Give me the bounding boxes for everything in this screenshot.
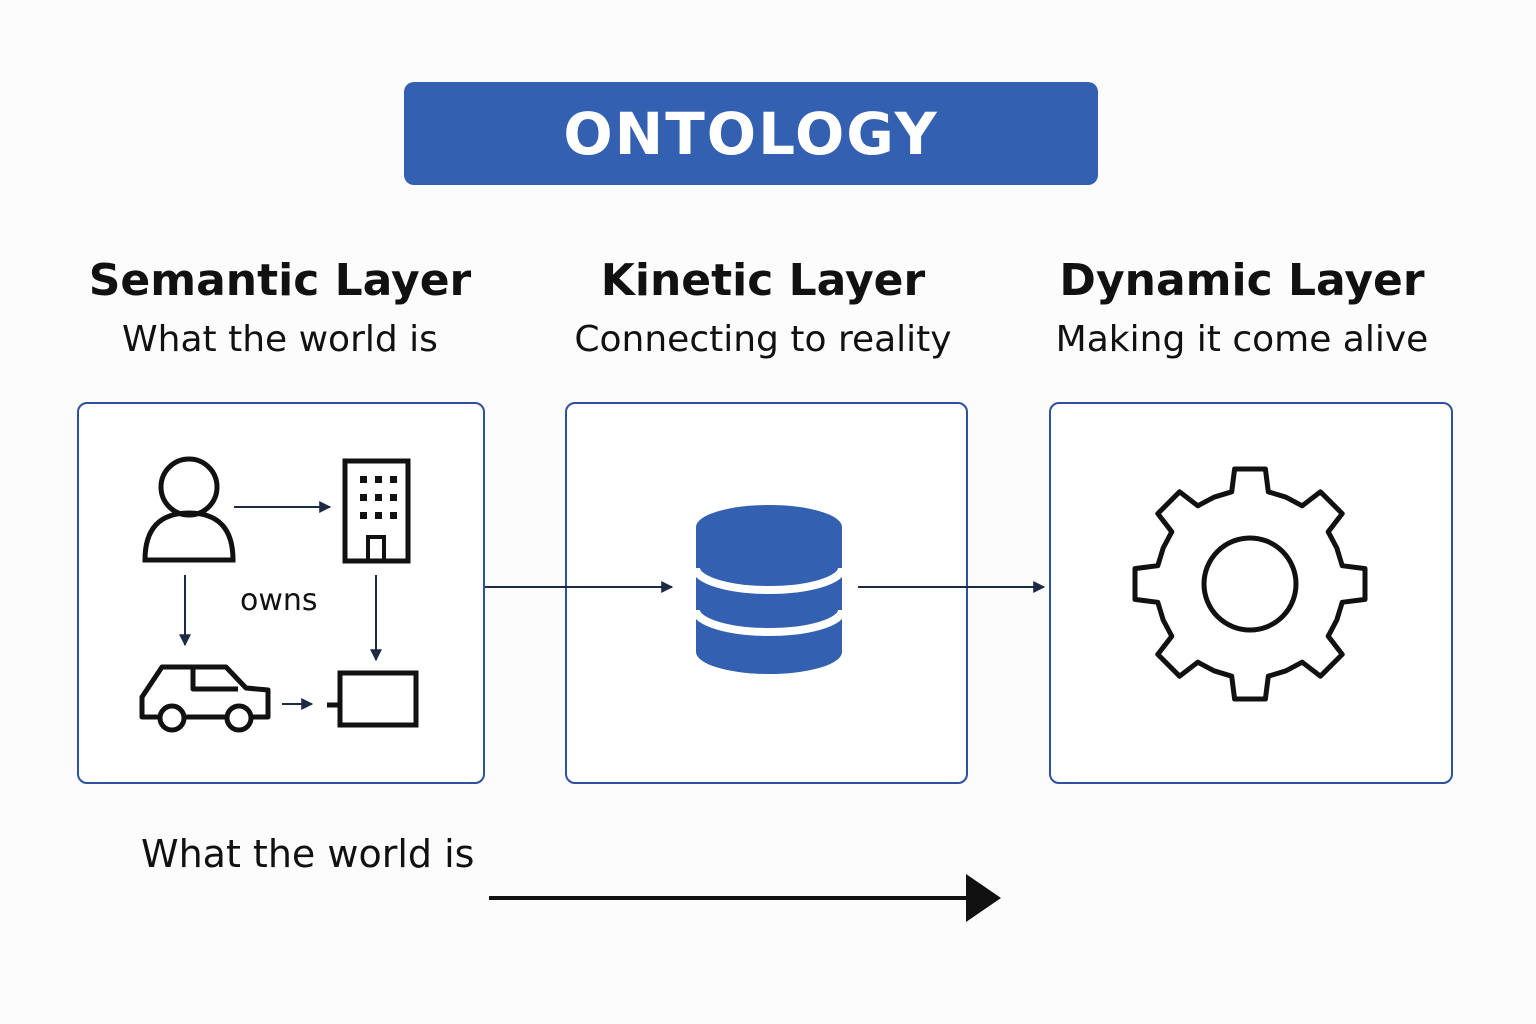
dynamic-layer-panel	[1049, 402, 1453, 784]
database-icon	[692, 505, 846, 674]
dynamic-layer-subtitle: Making it come alive	[1055, 319, 1429, 360]
car-icon	[139, 664, 271, 733]
kinetic-layer-heading: Kinetic Layer Connecting to reality	[503, 254, 1023, 372]
semantic-layer-subtitle: What the world is	[122, 319, 438, 360]
semantic-layer-title: Semantic Layer	[88, 255, 472, 306]
dynamic-layer-title: Dynamic Layer	[1059, 255, 1425, 306]
building-icon	[342, 458, 411, 564]
kinetic-layer-subtitle: Connecting to reality	[574, 319, 952, 360]
progression-arrow	[489, 874, 1001, 922]
relation-label-owns: owns	[240, 583, 318, 618]
page-title: ONTOLOGY	[563, 99, 939, 168]
semantic-layer-heading: Semantic Layer What the world is	[20, 254, 540, 372]
kinetic-layer-title: Kinetic Layer	[600, 255, 926, 306]
dynamic-layer-heading: Dynamic Layer Making it come alive	[982, 254, 1502, 372]
person-icon	[142, 456, 236, 563]
footer-label: What the world is	[141, 832, 475, 876]
title-banner: ONTOLOGY	[404, 82, 1098, 185]
gear-icon	[1132, 466, 1368, 702]
semantic-relation-arrows	[179, 501, 382, 710]
laptop-icon	[327, 670, 419, 728]
